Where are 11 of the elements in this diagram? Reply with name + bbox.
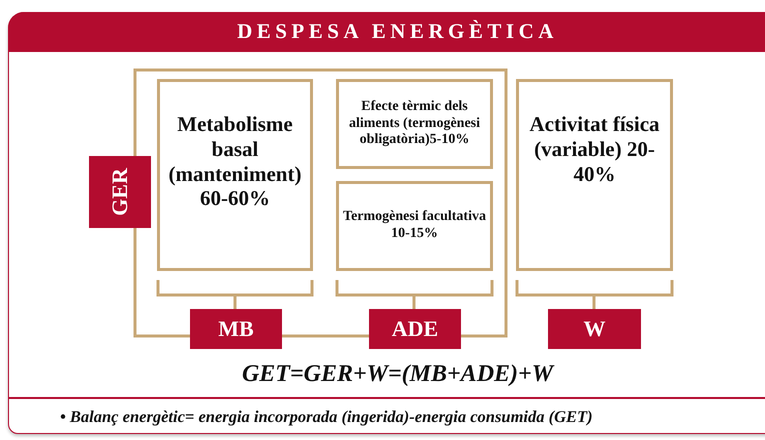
formula: GET=GER+W=(MB+ADE)+W [240, 361, 556, 388]
text-box: Termogènesi facultativa 10-15% [336, 181, 493, 271]
label-tag: MB [190, 309, 282, 349]
text-box: Metabolisme basal (manteniment) 60-60% [157, 79, 313, 271]
text-box: Activitat física (variable) 20-40% [516, 79, 673, 271]
label-tag: W [548, 309, 641, 349]
text-box: Efecte tèrmic dels aliments (termogènesi obligatòria)5-10% [336, 79, 493, 169]
footnote: • Balanç energètic= energia incorporada (ingerida)-energia consumida (GET) [60, 407, 593, 427]
title: DESPESA ENERGÈTICA [237, 19, 558, 43]
label-tag: GER [89, 156, 151, 228]
label-tag: ADE [369, 309, 461, 349]
